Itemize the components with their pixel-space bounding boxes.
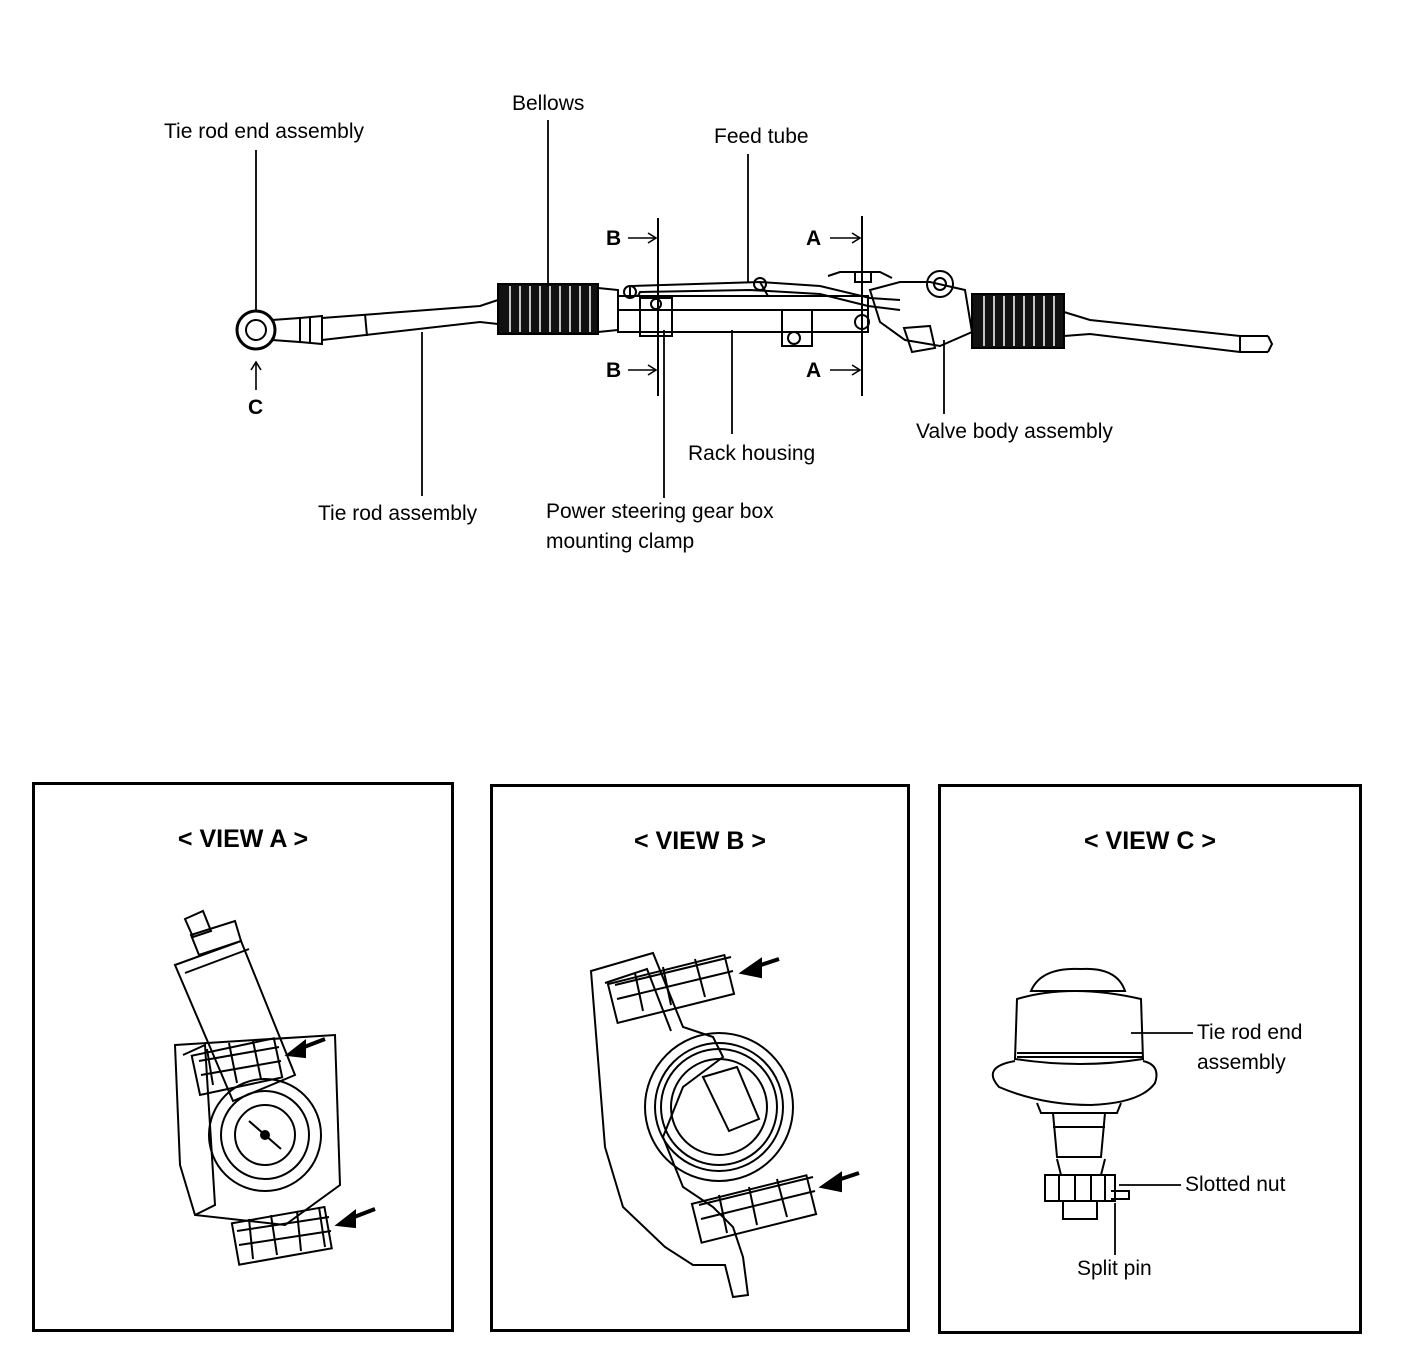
view-a-drawing	[173, 909, 376, 1266]
rack-housing-body	[617, 295, 869, 347]
tie-rod-right	[1063, 311, 1274, 353]
label-bellows: Bellows	[512, 92, 585, 115]
view-a-panel: < VIEW A >	[32, 782, 454, 1332]
view-b-panel: < VIEW B >	[490, 784, 910, 1332]
view-c-panel: < VIEW C > Tie rod end assembly Slotted …	[938, 784, 1362, 1334]
section-marker-b-top: B	[606, 227, 622, 250]
tie-rod-end-eye	[235, 309, 323, 351]
section-marker-b-bottom: B	[606, 359, 622, 382]
label-feed-tube: Feed tube	[714, 125, 809, 148]
leader-lines	[255, 120, 945, 498]
bellows-right	[971, 293, 1065, 349]
view-c-title: < VIEW C >	[1084, 827, 1216, 855]
feed-tubes	[623, 277, 901, 311]
label-tie-rod-end-assembly: Tie rod end assembly	[164, 120, 364, 143]
bellows-left	[497, 283, 619, 335]
view-b-drawing	[589, 951, 860, 1299]
view-c-label-tie-rod-end-line2: assembly	[1197, 1051, 1286, 1074]
view-c-drawing	[991, 967, 1193, 1255]
view-a-title: < VIEW A >	[177, 825, 309, 853]
section-marker-a-top: A	[806, 227, 822, 250]
label-tie-rod-assembly: Tie rod assembly	[318, 502, 478, 525]
label-rack-housing: Rack housing	[688, 442, 816, 465]
tie-rod-left	[321, 299, 499, 341]
section-arrows	[250, 232, 862, 390]
label-valve-body-assembly: Valve body assembly	[916, 420, 1113, 443]
valve-body-assembly	[827, 270, 974, 354]
label-power-steering-clamp-line2: mounting clamp	[546, 530, 695, 553]
view-c-label-split-pin: Split pin	[1077, 1257, 1152, 1280]
view-c-label-tie-rod-end-line1: Tie rod end	[1197, 1021, 1303, 1044]
section-marker-a-bottom: A	[806, 359, 822, 382]
section-marker-c: C	[248, 396, 264, 419]
label-power-steering-clamp-line1: Power steering gear box	[546, 500, 774, 523]
view-b-title: < VIEW B >	[634, 827, 766, 855]
view-c-label-slotted-nut: Slotted nut	[1185, 1173, 1286, 1196]
